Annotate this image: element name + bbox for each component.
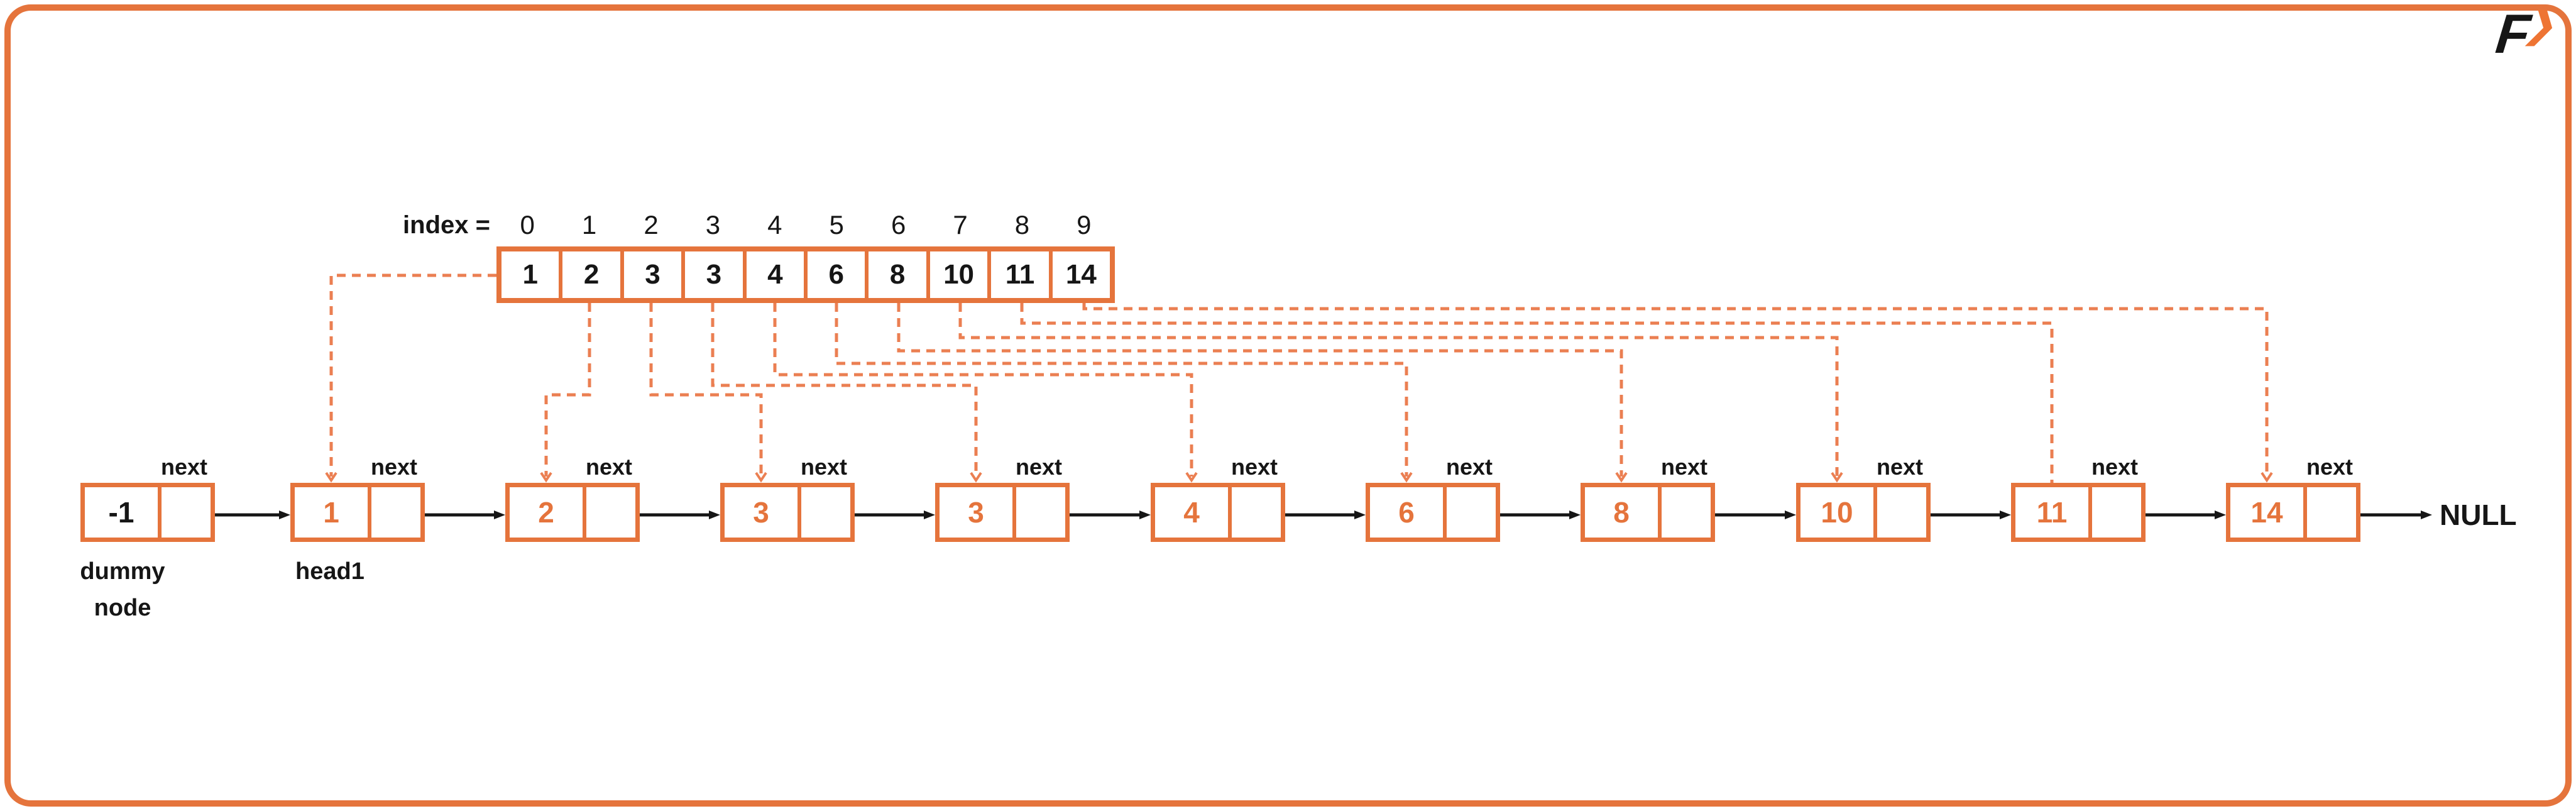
next-pointer-label: next: [1230, 454, 1278, 480]
node-box: 6: [1366, 483, 1500, 542]
connector-cell7-to-node8: [958, 303, 1843, 483]
index-8: 8: [1014, 210, 1030, 240]
node-3: next 3: [720, 454, 855, 542]
node-value: 10: [1821, 496, 1853, 529]
node-box: 3: [720, 483, 855, 542]
node-pointer-cell: [2303, 487, 2356, 538]
index-7: 7: [953, 210, 968, 240]
dummy-caption-line2: node: [94, 595, 151, 621]
node-pointer-cell: [1228, 487, 1281, 538]
node-box: 10: [1796, 483, 1931, 542]
array-cell-7: 10: [926, 251, 987, 298]
node-value: 3: [968, 496, 984, 529]
array-index-label: index =: [403, 211, 490, 239]
next-pointer-label: next: [1015, 454, 1063, 480]
node-box: 3: [935, 483, 1070, 542]
node-value: 6: [1398, 496, 1415, 529]
node-4: next 3: [935, 454, 1070, 542]
node-box: 4: [1151, 483, 1285, 542]
node-box: 11: [2011, 483, 2146, 542]
index-2: 2: [644, 210, 659, 240]
node-pointer-cell: [368, 487, 420, 538]
node-box: 1: [290, 483, 425, 542]
array-cell-3: 3: [681, 251, 742, 298]
connector-cell2-to-node3: [649, 303, 767, 483]
next-pointer-label: next: [1876, 454, 1924, 480]
index-5: 5: [829, 210, 844, 240]
next-pointer-label: next: [370, 454, 418, 480]
node-6: next 6: [1366, 454, 1500, 542]
connector-cell9-to-node10: [1082, 303, 2273, 483]
array-cell-1: 2: [559, 251, 620, 298]
array-cell-6: 8: [865, 251, 926, 298]
node-pointer-cell: [1658, 487, 1711, 538]
node-pointer-cell: [1443, 487, 1496, 538]
connector-cell5-to-node6: [835, 303, 1413, 483]
node-pointer-cell: [158, 487, 211, 538]
node-1: next 1: [290, 454, 425, 542]
array-box: 1 2 3 3 4 6 8 10 11 14: [496, 246, 1115, 303]
node-value: 4: [1183, 496, 1200, 529]
node-value: 8: [1613, 496, 1630, 529]
array-index-row: 0 1 2 3 4 5 6 7 8 9: [496, 210, 1115, 240]
node-value: -1: [108, 496, 134, 529]
next-pointer-label: next: [800, 454, 848, 480]
node-value: 2: [538, 496, 554, 529]
index-9: 9: [1077, 210, 1092, 240]
node-value: 14: [2250, 496, 2283, 529]
node-pointer-cell: [797, 487, 850, 538]
node-pointer-cell: [1873, 487, 1926, 538]
next-pointer-label: next: [585, 454, 633, 480]
dummy-caption-line1: dummy: [80, 558, 165, 585]
node-8: next 10: [1796, 454, 1931, 542]
node-5: next 4: [1151, 454, 1285, 542]
next-pointer-label: next: [160, 454, 208, 480]
array-cell-5: 6: [804, 251, 865, 298]
node-2: next 2: [505, 454, 640, 542]
node-box: -1: [80, 483, 215, 542]
array-cell-9: 14: [1048, 251, 1110, 298]
node-box: 8: [1581, 483, 1715, 542]
next-pointer-label: next: [1445, 454, 1493, 480]
array-cell-4: 4: [742, 251, 804, 298]
index-3: 3: [705, 210, 721, 240]
node-box: 2: [505, 483, 640, 542]
node-7: next 8: [1581, 454, 1715, 542]
index-6: 6: [891, 210, 906, 240]
connector-cell1-to-node2: [540, 303, 591, 483]
array-cell-8: 11: [987, 251, 1048, 298]
next-pointer-label: next: [1660, 454, 1708, 480]
node-pointer-cell: [1012, 487, 1065, 538]
null-terminator-label: NULL: [2440, 499, 2517, 531]
connector-cell8-to-node9: [1020, 303, 2058, 502]
node-pointer-cell: [583, 487, 635, 538]
node-10: next 14: [2226, 454, 2360, 542]
index-4: 4: [767, 210, 782, 240]
index-1: 1: [581, 210, 597, 240]
next-pointer-label: next: [2306, 454, 2354, 480]
node-box: 14: [2226, 483, 2360, 542]
head1-caption: head1: [295, 558, 364, 585]
node-pointer-cell: [2088, 487, 2141, 538]
node-value: 1: [323, 496, 339, 529]
array-cell-2: 3: [620, 251, 681, 298]
node-dummy: next -1: [80, 454, 215, 542]
node-value: 3: [753, 496, 769, 529]
node-9: next 11: [2011, 454, 2146, 542]
connector-cell4-to-node5: [773, 303, 1198, 483]
next-pointer-label: next: [2091, 454, 2139, 480]
index-0: 0: [520, 210, 535, 240]
dummy-node-caption: dummy node: [57, 553, 189, 626]
connector-cell3-to-node4: [711, 303, 982, 483]
connector-cell6-to-node7: [897, 303, 1628, 483]
connector-cell0-to-node1: [325, 273, 496, 483]
array-cell-0: 1: [522, 259, 538, 290]
node-value: 11: [2036, 496, 2068, 529]
